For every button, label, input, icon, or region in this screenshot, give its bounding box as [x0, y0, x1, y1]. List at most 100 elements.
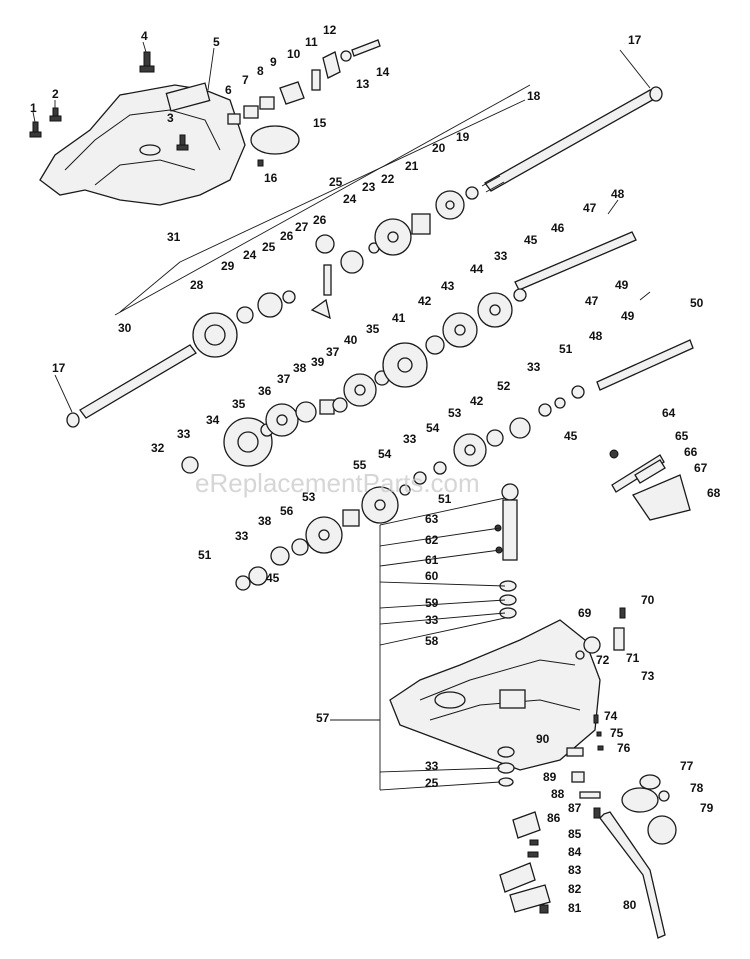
callout-c6: 6: [225, 83, 232, 97]
callout-c44: 44: [470, 262, 484, 276]
callout-c20: 20: [432, 141, 446, 155]
callout-c60: 60: [425, 569, 439, 583]
callout-c67: 67: [694, 461, 708, 475]
callout-c71: 71: [626, 651, 640, 665]
callout-c41: 41: [392, 311, 406, 325]
callout-c18: 18: [527, 89, 541, 103]
callout-c12: 12: [323, 23, 337, 37]
callout-c27: 27: [295, 220, 309, 234]
callout-c37b: 37: [277, 372, 291, 386]
callout-c25: 25: [329, 175, 343, 189]
gear-row-3: [235, 385, 585, 591]
callout-c33e: 33: [235, 529, 249, 543]
callout-c62: 62: [425, 533, 439, 547]
callout-c1: 1: [30, 101, 37, 115]
callout-c51: 51: [559, 342, 573, 356]
callout-c76: 76: [617, 741, 631, 755]
callout-c59: 59: [425, 596, 439, 610]
callout-c38: 38: [293, 361, 307, 375]
callout-c80: 80: [623, 898, 637, 912]
callout-c40: 40: [344, 333, 358, 347]
callout-c53b: 53: [302, 490, 316, 504]
callout-c32: 32: [151, 441, 165, 455]
callout-c47: 47: [583, 201, 597, 215]
lower-hardware: [497, 607, 626, 914]
gear-row-1: [192, 186, 479, 358]
callout-c70: 70: [641, 593, 655, 607]
callout-c22: 22: [381, 172, 395, 186]
callout-c79: 79: [700, 801, 714, 815]
callout-c36: 36: [258, 384, 272, 398]
callout-c58: 58: [425, 634, 439, 648]
top-hardware: [29, 39, 381, 167]
callout-c43: 43: [441, 279, 455, 293]
callout-c52: 52: [497, 379, 511, 393]
callout-c21: 21: [405, 159, 419, 173]
upper-housing: [39, 82, 246, 206]
callout-c64: 64: [662, 406, 676, 420]
lower-housing: [389, 619, 601, 771]
callout-c54: 54: [426, 421, 440, 435]
lower-shaft: [66, 344, 197, 428]
callout-c68: 68: [707, 486, 721, 500]
callout-c49b: 49: [621, 309, 635, 323]
callout-c10: 10: [287, 47, 301, 61]
callout-c9: 9: [270, 55, 277, 69]
callout-c75: 75: [610, 726, 624, 740]
callout-c2: 2: [52, 87, 59, 101]
callout-c25b: 25: [262, 240, 276, 254]
callout-c8: 8: [257, 64, 264, 78]
callout-c74: 74: [604, 709, 618, 723]
watermark: eReplacementParts.com: [195, 468, 480, 498]
callout-c47b: 47: [585, 294, 599, 308]
callout-c84: 84: [568, 845, 582, 859]
callout-c26b: 26: [280, 229, 294, 243]
callout-c5: 5: [213, 35, 220, 49]
callout-c57: 57: [316, 711, 330, 725]
callout-c69: 69: [578, 606, 592, 620]
callout-c33c: 33: [527, 360, 541, 374]
callout-c77: 77: [680, 759, 694, 773]
callout-c63: 63: [425, 512, 439, 526]
callout-c33f: 33: [425, 613, 439, 627]
callout-c65: 65: [675, 429, 689, 443]
callout-c11: 11: [305, 35, 318, 49]
callout-c82: 82: [568, 882, 582, 896]
callout-c29: 29: [221, 259, 235, 273]
callout-c50: 50: [690, 296, 704, 310]
callout-c14: 14: [376, 65, 390, 79]
leader-lines: [32, 41, 651, 791]
callout-c3: 3: [167, 111, 174, 125]
callout-c51b: 51: [438, 492, 452, 506]
callout-c13: 13: [356, 77, 370, 91]
callout-c33b: 33: [177, 427, 191, 441]
callout-c49: 49: [615, 278, 629, 292]
callout-c35: 35: [366, 322, 380, 336]
callout-c56: 56: [280, 504, 294, 518]
shift-lever-assembly: [599, 774, 677, 939]
upper-shaft: [481, 86, 663, 193]
callout-c38b: 38: [258, 514, 272, 528]
callout-c39: 39: [311, 355, 325, 369]
callout-c35b: 35: [232, 397, 246, 411]
callout-c55: 55: [353, 458, 367, 472]
callout-c23: 23: [362, 180, 376, 194]
pinion-shaft: [494, 483, 519, 619]
callout-c17b: 17: [52, 361, 66, 375]
callout-c81: 81: [568, 901, 582, 915]
callout-c45c: 45: [266, 571, 280, 585]
gear-row-2: [181, 288, 527, 474]
brake-assembly: [609, 449, 691, 521]
callout-c30: 30: [118, 321, 132, 335]
callout-c78: 78: [690, 781, 704, 795]
callout-c37: 37: [326, 345, 340, 359]
callout-c42b: 42: [470, 394, 484, 408]
callout-c16: 16: [264, 171, 278, 185]
callout-c33g: 33: [425, 759, 439, 773]
callout-c25c: 25: [425, 776, 439, 790]
callout-c90: 90: [536, 732, 550, 746]
callout-c33: 33: [494, 249, 508, 263]
callout-c45b: 45: [564, 429, 578, 443]
